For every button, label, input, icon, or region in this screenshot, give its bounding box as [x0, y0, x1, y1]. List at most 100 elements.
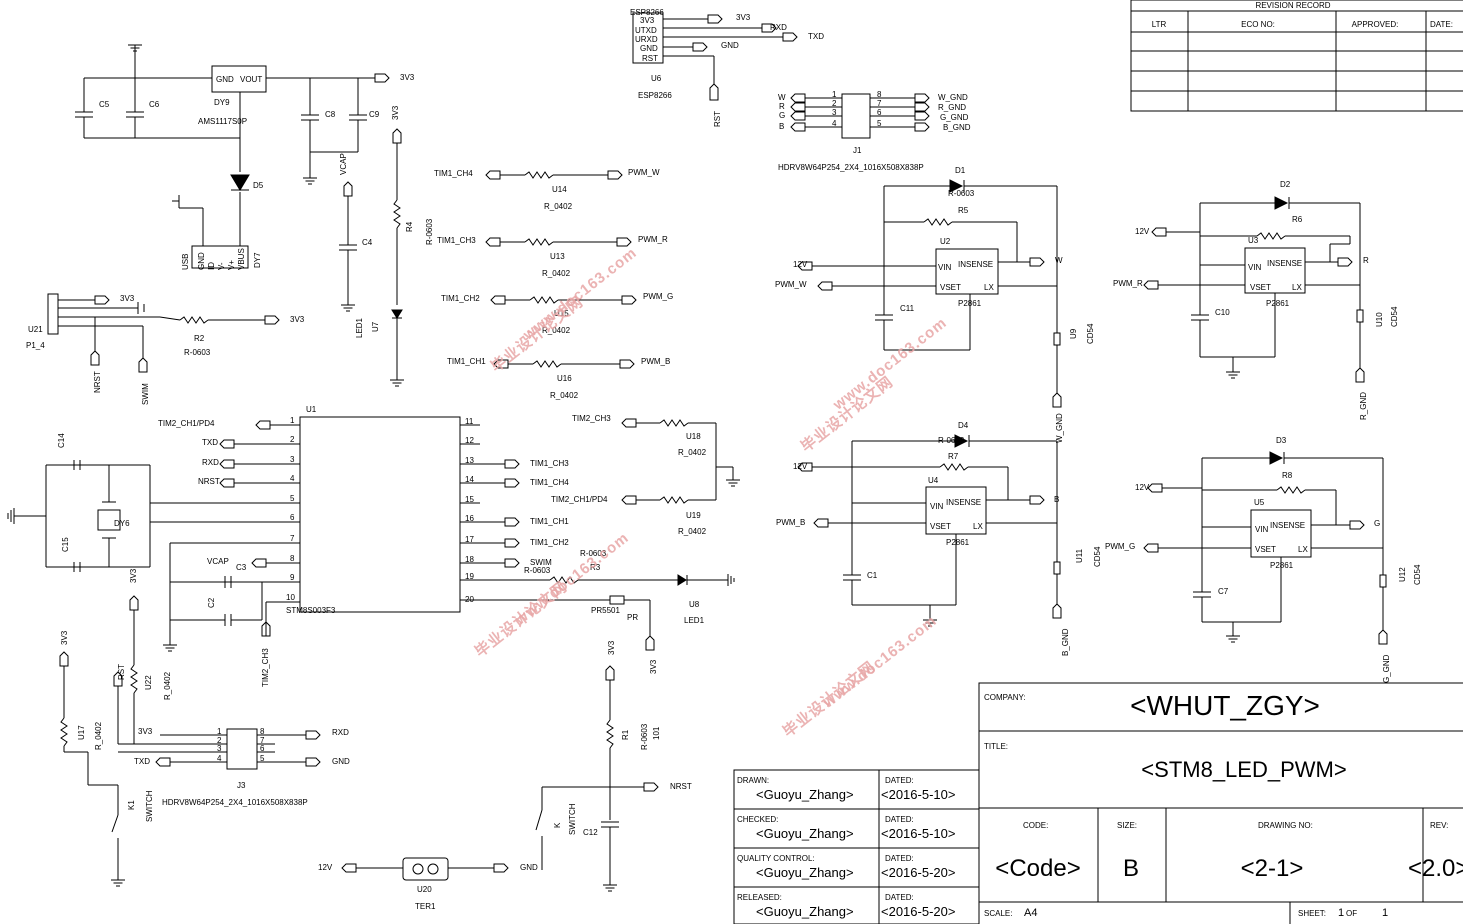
u21-refdes: U21 [28, 325, 43, 334]
net-nrst: NRST [670, 782, 692, 791]
net-swim: SWIM [141, 383, 150, 405]
svg-text:R7: R7 [948, 452, 959, 461]
svg-text:C1: C1 [867, 571, 878, 580]
net-3v3: 3V3 [120, 294, 135, 303]
signoff-row: QUALITY CONTROL: <Guoyu_Zhang> DATED: <2… [737, 854, 955, 880]
r2-value: R-0603 [184, 348, 211, 357]
svg-text:U14: U14 [552, 185, 567, 194]
net-3v3: 3V3 [60, 630, 69, 645]
net-gnd: GND [332, 757, 350, 766]
svg-text:DY6: DY6 [114, 519, 130, 528]
inductor-value: CD54 [1413, 564, 1422, 585]
svg-text:D4: D4 [958, 421, 969, 430]
net-tim1-ch3: TIM1_CH3 [530, 459, 569, 468]
drawing-title: <STM8_LED_PWM> [1141, 757, 1346, 782]
svg-text:4: 4 [832, 119, 837, 128]
diode-d5 [230, 174, 250, 191]
svg-text:3: 3 [217, 744, 222, 753]
signoff-label: DRAWN: [737, 776, 769, 785]
net-w-gnd: W_GND [1055, 413, 1064, 443]
pt-part: P2861 [1266, 299, 1290, 308]
svg-text:C11: C11 [900, 304, 915, 313]
svg-text:U11: U11 [1075, 548, 1084, 563]
pt-lx: LX [973, 522, 983, 531]
net-r: R [1363, 256, 1369, 265]
svg-text:3: 3 [832, 108, 837, 117]
net-gnd: GND [520, 863, 538, 872]
r-value: R_0402 [678, 448, 707, 457]
net-12v: 12V [793, 462, 808, 471]
svg-text:5: 5 [260, 754, 265, 763]
r-value: R_0402 [542, 326, 571, 335]
net-w: W [778, 93, 786, 102]
esp-pin: 3V3 [640, 16, 655, 25]
code-label: CODE: [1023, 821, 1048, 830]
size-label: SIZE: [1117, 821, 1137, 830]
svg-text:U13: U13 [550, 252, 565, 261]
net-tim2-ch1: TIM2_CH1/PD4 [158, 419, 215, 428]
company-name: <WHUT_ZGY> [1130, 690, 1320, 721]
usb-connector [191, 245, 249, 269]
net-tim2-ch3: TIM2_CH3 [572, 414, 611, 423]
signoff-label: CHECKED: [737, 815, 778, 824]
pwm-resistors: TIM1_CH4 PWM_W U14 R_0402 TIM1_CH3 PWM_R… [434, 168, 673, 400]
svg-text:U22: U22 [144, 675, 153, 690]
scale-value: A4 [1024, 907, 1037, 919]
svg-text:U9: U9 [1069, 328, 1078, 339]
signoff-name: <Guoyu_Zhang> [756, 826, 854, 841]
svg-text:C14: C14 [57, 433, 66, 448]
pt-insense: INSENSE [1267, 259, 1302, 268]
svg-text:R6: R6 [1292, 215, 1303, 224]
net-g: G [1374, 519, 1380, 528]
svg-text:13: 13 [465, 456, 474, 465]
svg-text:1: 1 [832, 90, 837, 99]
tim2-resistors: TIM2_CH3 U18 R_0402 TIM2_CH1/PD4 U19 R_0… [551, 414, 741, 536]
svg-text:D1: D1 [955, 166, 966, 175]
svg-text:U3: U3 [1248, 236, 1259, 245]
r3-value: R-0603 [580, 549, 607, 558]
pr-part: PR5501 [591, 606, 620, 615]
svg-text:15: 15 [465, 495, 474, 504]
pt-insense: INSENSE [1270, 521, 1305, 530]
ter1-label: TER1 [415, 902, 436, 911]
net-12v: 12V [793, 260, 808, 269]
net-r-gnd: R_GND [938, 103, 966, 112]
revision-record-table: REVISION RECORD LTR ECO NO: APPROVED: DA… [1130, 0, 1463, 112]
svg-text:2: 2 [217, 736, 222, 745]
svg-text:3: 3 [290, 455, 295, 464]
usb-pin-label: USB [181, 254, 190, 270]
d-value: R-0603 [948, 189, 975, 198]
svg-text:6: 6 [260, 744, 265, 753]
r-value: R_0402 [94, 721, 103, 750]
rev-header-date: DATE: [1430, 20, 1453, 29]
net-pwm-b: PWM_B [776, 518, 805, 527]
u1-part: STM8S003F3 [286, 606, 336, 615]
j3-refdes: J3 [237, 781, 246, 790]
svg-text:7: 7 [290, 534, 295, 543]
signoff-label: QUALITY CONTROL: [737, 854, 815, 863]
signoff-date: <2016-5-20> [881, 865, 955, 880]
signoff-label: RELEASED: [737, 893, 782, 902]
j1-part: HDRV8W64P254_2X4_1016X508X838P [778, 163, 924, 172]
net-3v3: 3V3 [736, 13, 751, 22]
signoff-row: RELEASED: <Guoyu_Zhang> DATED: <2016-5-2… [737, 893, 955, 919]
svg-text:17: 17 [465, 535, 474, 544]
p1-4-label: P1_4 [26, 341, 45, 350]
svg-text:C7: C7 [1218, 587, 1229, 596]
net-vcap: VCAP [207, 557, 229, 566]
svg-text:8: 8 [290, 554, 295, 563]
net-rst: RST [117, 664, 126, 680]
u8-refdes: U8 [689, 600, 700, 609]
rev-label: REV: [1430, 821, 1448, 830]
net-txd: TXD [808, 32, 824, 41]
signoff-name: <Guoyu_Zhang> [756, 904, 854, 919]
net-swim: SWIM [530, 558, 552, 567]
d-value: R-0603 [938, 436, 965, 445]
net-12v: 12V [1135, 227, 1150, 236]
svg-text:8: 8 [260, 727, 265, 736]
net-rxd: RXD [770, 23, 787, 32]
net-12v: 12V [1135, 483, 1150, 492]
svg-text:R8: R8 [1282, 471, 1293, 480]
net-tim2-ch1: TIM2_CH1/PD4 [551, 495, 608, 504]
net-w-gnd: W_GND [938, 93, 968, 102]
